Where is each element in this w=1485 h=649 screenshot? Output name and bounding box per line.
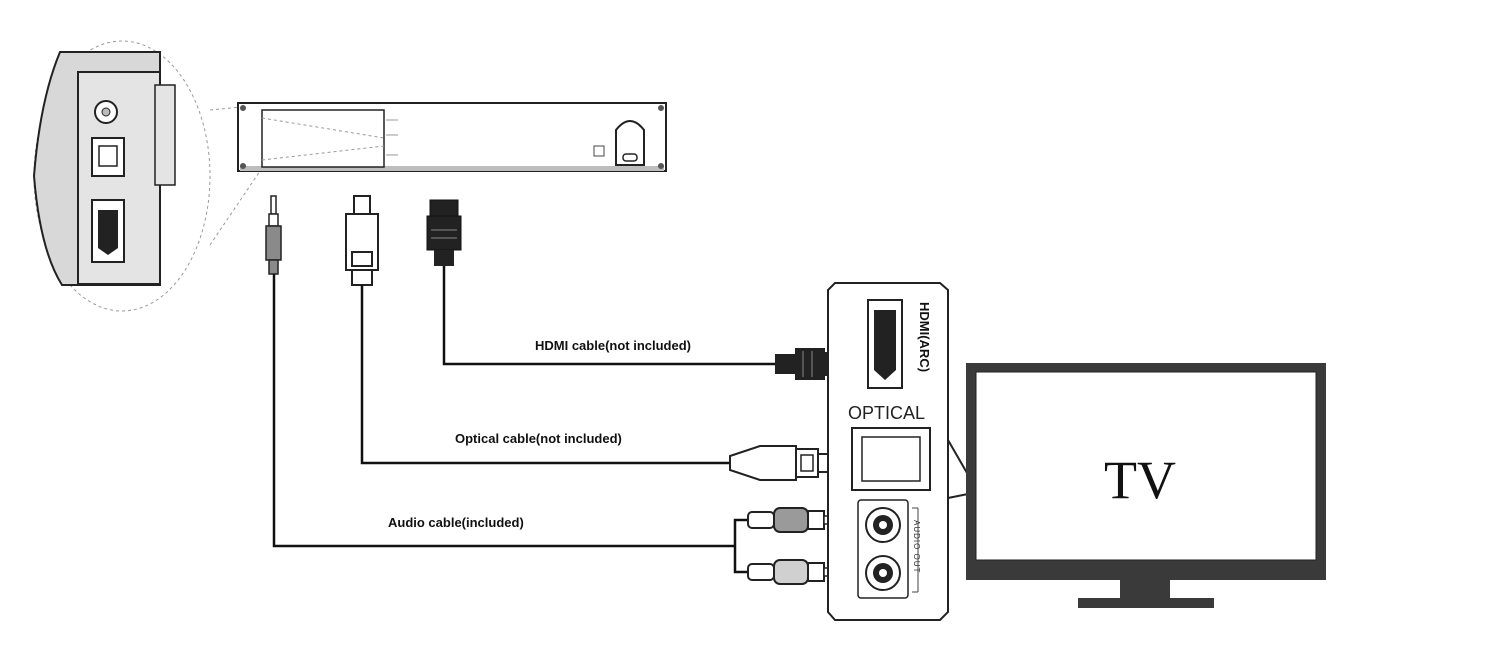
rca-plug-bottom-icon [747,559,839,585]
soundbar-port-recess [261,109,385,168]
zoom-callout [32,40,263,312]
zoom-circle [33,40,211,312]
optical-cable-label: Optical cable(not included) [455,431,622,446]
rca-plug-top-icon [747,507,839,533]
optical-plug-icon [345,195,379,286]
audio-cable [272,274,748,574]
tv-icon: TV [966,363,1326,608]
audio-cable-label: Audio cable(included) [388,515,524,530]
cables [272,266,775,574]
hdmi-cable [442,266,775,366]
tv-optical-label: OPTICAL [848,403,925,423]
aux-plug-icon [265,195,282,275]
tv-rear-panel: HDMI(ARC) OPTICAL AUDIO OUT [827,282,949,621]
tv-stand [1078,598,1214,608]
tv-label: TV [1104,450,1176,510]
optical-cable [360,285,730,465]
tv-audio-out-label: AUDIO OUT [912,520,921,573]
hdmi-plug-icon [426,199,462,266]
soundbar-power-socket [615,120,645,166]
soundbar [237,102,667,172]
hdmi-cable-label: HDMI cable(not included) [535,338,691,353]
tv-hdmi-arc-label: HDMI(ARC) [917,302,932,372]
tv-screen [975,371,1317,561]
